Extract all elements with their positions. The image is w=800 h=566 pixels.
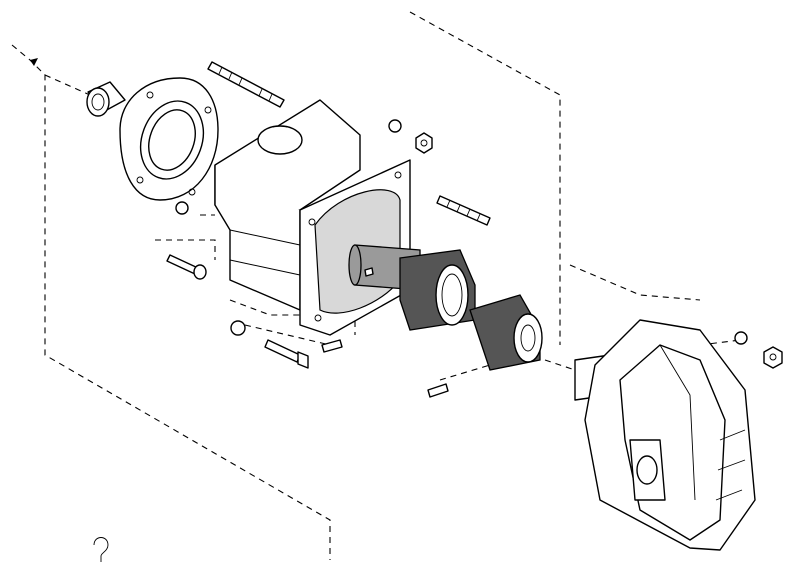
washer-bottom bbox=[230, 320, 246, 336]
washer-left bbox=[175, 201, 189, 215]
nut-top bbox=[415, 132, 433, 154]
set-screw-lower bbox=[427, 383, 449, 398]
cap-screw-left bbox=[166, 254, 207, 280]
lifting-eye bbox=[93, 537, 109, 562]
drive-shaft bbox=[348, 244, 476, 331]
spline-coupling bbox=[469, 294, 543, 371]
bolt-bottom bbox=[264, 339, 309, 369]
nut-right bbox=[763, 346, 783, 369]
set-screw-small bbox=[321, 339, 343, 353]
hydraulic-pump bbox=[574, 319, 756, 551]
adapter-housing bbox=[214, 99, 411, 336]
bearing-bushing bbox=[86, 81, 126, 117]
mounting-flange bbox=[119, 77, 219, 201]
washer-top bbox=[388, 119, 402, 133]
assembly-arrow bbox=[30, 58, 38, 66]
washer-right bbox=[734, 331, 748, 345]
stud-right bbox=[436, 195, 491, 226]
stud-upper bbox=[207, 61, 285, 108]
set-screw-center bbox=[364, 267, 374, 277]
